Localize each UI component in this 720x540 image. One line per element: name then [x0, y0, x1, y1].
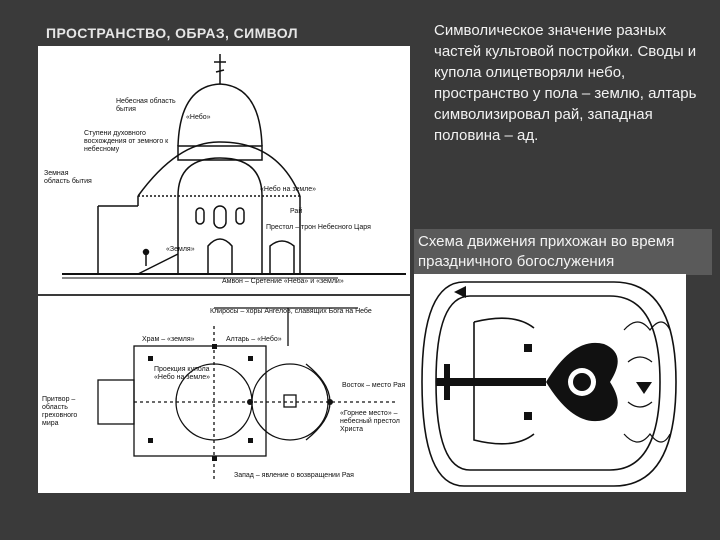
- label-altar: Алтарь – «Небо»: [226, 336, 282, 343]
- church-section-drawing: [62, 54, 406, 279]
- label-paradise: Рай: [290, 208, 303, 215]
- label-west: Запад – явление о возвращении Рая: [234, 472, 354, 479]
- label-dome-projection: Проекция купола «Небо на земле»: [154, 366, 211, 381]
- label-temple-earth: Храм – «земля»: [142, 336, 195, 343]
- label-earth: «Земля»: [166, 246, 195, 253]
- label-earth-area: Земная область бытия: [44, 170, 92, 185]
- church-plan-diagram: Клиросы – хоры Ангелов, славящих Бога на…: [38, 296, 410, 493]
- label-throne: Престол – трон Небесного Царя: [266, 224, 371, 231]
- church-plan-drawing: [97, 307, 398, 482]
- movement-scheme-caption: Схема движения прихожан во время праздни…: [414, 229, 712, 275]
- label-steps: Ступени духовного восхождения от земного…: [84, 130, 169, 153]
- symbolism-caption: Символическое значение разных частей кул…: [434, 22, 697, 144]
- label-narthex: Притвор – область греховного мира: [42, 396, 78, 427]
- label-sky-dome: «Небо»: [186, 114, 211, 121]
- movement-route-drawing: [421, 281, 677, 487]
- label-heaven-on-earth: «Небо на земле»: [260, 186, 317, 193]
- label-east: Восток – место Рая: [342, 382, 406, 389]
- label-heaven-area: Небесная область бытия: [116, 98, 176, 113]
- church-section-diagram: Небесная область бытия «Небо» Ступени ду…: [38, 46, 410, 294]
- slide-title: ПРОСТРАНСТВО, ОБРАЗ, СИМВОЛ: [46, 25, 298, 41]
- label-kliros: Клиросы – хоры Ангелов, славящих Бога на…: [210, 308, 372, 315]
- movement-route-diagram: [414, 274, 686, 492]
- label-ambo: Амвон – Сретение «Неба» и «земли»: [222, 278, 344, 285]
- label-high-place: «Горнее место» – небесный престол Христа: [340, 410, 400, 433]
